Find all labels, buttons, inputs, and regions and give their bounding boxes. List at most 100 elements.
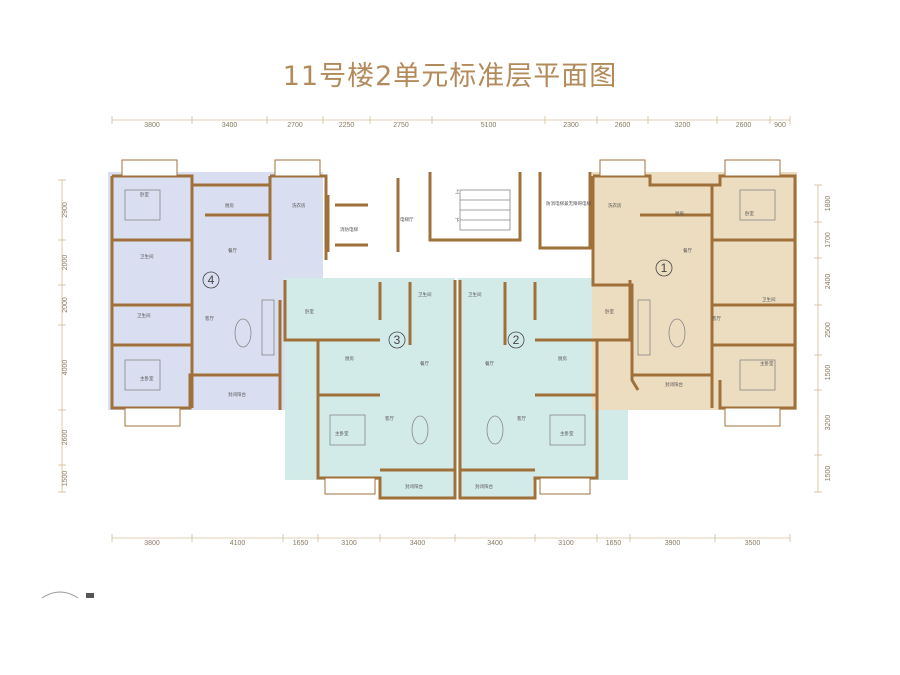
dimension-label: 2400	[825, 274, 832, 290]
dimension-label: 2000	[62, 255, 69, 271]
room-label: 主卧室	[140, 375, 154, 382]
unit-3-area	[285, 278, 455, 480]
room-label: 餐厅	[485, 360, 494, 367]
room-label: 洗衣房	[292, 202, 306, 209]
unit-1-area	[592, 172, 797, 410]
dimension-label: 3800	[144, 540, 160, 547]
window	[599, 159, 646, 177]
dimension-label: 2750	[393, 122, 409, 129]
room-label: 卧室	[305, 308, 314, 315]
dimension-label: 3500	[745, 540, 761, 547]
room-label: 厨房	[225, 202, 234, 209]
dining-table	[234, 318, 252, 348]
unit-number-1: 1	[661, 261, 668, 275]
bed	[739, 189, 776, 221]
compass-icon	[41, 591, 94, 599]
dimension-label: 3400	[222, 122, 238, 129]
room-label: 餐厅	[683, 247, 692, 254]
room-label: 卧室	[745, 210, 754, 217]
room-label: 电梯厅	[400, 216, 414, 223]
dining-table	[486, 415, 504, 445]
walls	[110, 172, 797, 500]
room-label: 下	[455, 218, 460, 224]
room-label: 客厅	[517, 415, 526, 422]
dimension-label: 1500	[62, 471, 69, 487]
room-label: 上	[455, 188, 460, 195]
dimension-label: 2700	[287, 122, 303, 129]
window	[124, 407, 181, 427]
dining-table	[668, 318, 686, 348]
page-title: 11号楼2单元标准层平面图	[282, 61, 618, 92]
furniture	[124, 189, 776, 446]
dimension-label: 1700	[825, 232, 832, 248]
window	[324, 477, 376, 495]
room-label: 卫生间	[140, 253, 154, 260]
dimension-left: 2900 2000 2000 4000 2600 1500	[58, 179, 69, 493]
unit-labels: 4 3 2 1	[202, 259, 673, 349]
window	[539, 477, 591, 495]
dimension-label: 3200	[825, 415, 832, 431]
bed	[739, 359, 776, 391]
dimension-label: 3100	[341, 540, 357, 547]
room-label: 主卧室	[335, 430, 349, 437]
dimension-label: 1800	[825, 196, 832, 212]
room-label: 厨房	[558, 355, 567, 362]
bed	[549, 414, 586, 446]
room-label: 客厅	[205, 315, 214, 322]
bed	[124, 189, 161, 221]
bed	[329, 414, 366, 446]
room-label: 封闭阳台	[405, 483, 423, 490]
dimension-label: 2300	[563, 122, 579, 129]
room-label: 厨房	[345, 355, 354, 362]
dimension-label: 5100	[481, 122, 497, 129]
dimension-label: 4000	[62, 360, 69, 376]
room-label: 主卧室	[560, 430, 574, 437]
room-label: 封闭阳台	[665, 381, 683, 388]
unit-fills	[108, 172, 797, 498]
room-label: 消防电梯	[340, 226, 358, 233]
window	[724, 159, 781, 177]
room-label: 厨房	[675, 210, 684, 217]
dimension-lines	[61, 119, 819, 539]
dimension-label: 2250	[339, 122, 355, 129]
dimension-label: 2900	[62, 202, 69, 218]
room-label: 洗衣房	[608, 202, 622, 209]
dimension-label: 2500	[825, 322, 832, 338]
room-label: 防消电梯兼无障碍电梯	[546, 200, 591, 207]
dimension-label: 1650	[293, 540, 309, 547]
room-label: 卧室	[605, 308, 614, 315]
dimension-label: 2000	[62, 297, 69, 313]
unit-3-balcony-area	[380, 470, 455, 498]
dimension-label: 2600	[736, 122, 752, 129]
sofa	[637, 299, 651, 356]
dimension-label: 1500	[825, 466, 832, 482]
dimension-label: 1650	[606, 540, 622, 547]
dimension-label: 3200	[675, 122, 691, 129]
room-label: 卫生间	[468, 291, 482, 298]
room-label: 封闭阳台	[228, 391, 246, 398]
core-area	[328, 172, 590, 272]
room-label: 卫生间	[137, 312, 151, 319]
window	[724, 407, 781, 427]
windows	[121, 159, 781, 495]
dimension-label: 3100	[558, 540, 574, 547]
room-label: 客厅	[712, 315, 721, 322]
dimension-label: 3900	[665, 540, 681, 547]
dimension-label: 1500	[825, 365, 832, 381]
room-label: 餐厅	[228, 247, 237, 254]
dining-table	[411, 415, 429, 445]
bed	[124, 359, 161, 391]
room-label: 卫生间	[762, 296, 776, 303]
dimension-label: 900	[774, 122, 786, 129]
dimension-label: 2600	[62, 430, 69, 446]
dimension-label: 4100	[230, 540, 246, 547]
room-label: 餐厅	[420, 360, 429, 367]
dimension-label: 2600	[615, 122, 631, 129]
window	[274, 159, 321, 177]
unit-number-3: 3	[394, 333, 401, 347]
room-label: 卧室	[140, 191, 149, 198]
unit-number-4: 4	[208, 273, 215, 287]
unit-number-2: 2	[513, 333, 520, 347]
